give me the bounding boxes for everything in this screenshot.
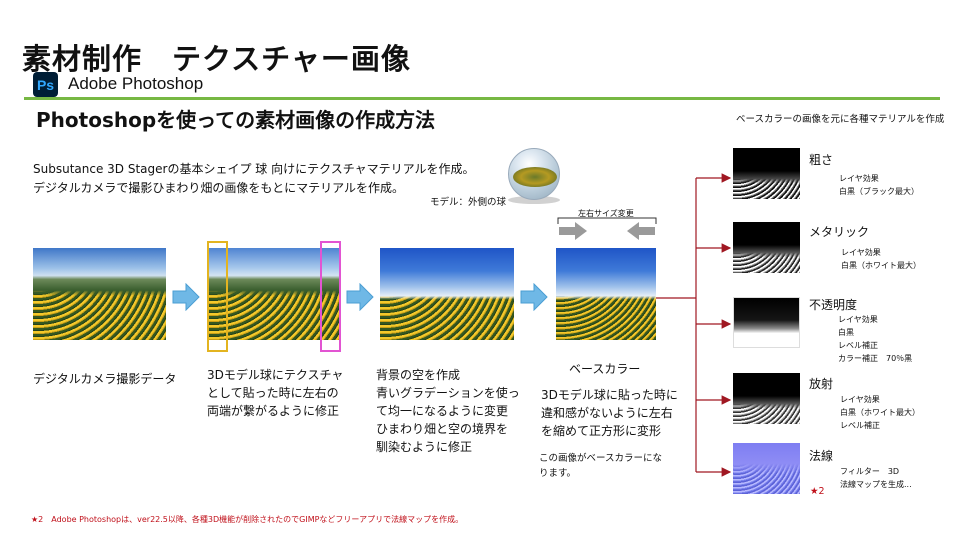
emissive-desc: レイヤ効果 白黒（ホワイト最大） レベル補正 [840, 395, 920, 430]
materials-note: ベースカラーの画像を元に各種マテリアルを作成 [736, 114, 945, 125]
base-color-image [556, 248, 656, 340]
base-color-note: この画像がベースカラーにな ります。 [539, 453, 663, 479]
intro-text: Subsutance 3D Stagerの基本シェイプ 球 向けにテクスチャマテ… [33, 160, 475, 198]
map-connector-lines [656, 173, 732, 477]
metallic-map-image [733, 222, 800, 273]
base-color-title: ベースカラー [569, 362, 641, 376]
header-divider [24, 97, 940, 100]
left-edge-highlight [207, 241, 228, 352]
intro-line-2: デジタルカメラで撮影ひまわり畑の画像をもとにマテリアルを作成。 [33, 181, 405, 195]
emissive-map-image [733, 373, 800, 424]
resize-label: 左右サイズ変更 [578, 209, 634, 218]
sphere-shadow [508, 196, 560, 204]
sky-gradient-image [380, 248, 514, 340]
page-title: 素材制作 テクスチャー画像 [22, 42, 411, 76]
right-edge-highlight [320, 241, 341, 352]
opacity-desc: レイヤ効果 白黒 レベル補正 カラー補正 70％黒 [838, 315, 913, 363]
normal-desc: フィルター 3D 法線マップを生成... [840, 467, 912, 489]
sphere-model-image [508, 148, 560, 200]
camera-photo-image [33, 248, 166, 340]
step1-caption: デジタルカメラ撮影データ [33, 372, 177, 386]
step4-caption: 3Dモデル球に貼った時に 違和感がないように左右 を縮めて正方形に変形 [541, 388, 678, 438]
app-name: Adobe Photoshop [68, 74, 204, 93]
flow-arrow-icon [172, 283, 200, 311]
step2-caption: 3Dモデル球にテクスチャ として貼った時に左右の 両端が繋がるように修正 [207, 368, 344, 418]
footnote-star-marker: ★2 [810, 486, 825, 497]
roughness-title: 粗さ [809, 153, 834, 167]
photoshop-logo-icon: Ps [33, 72, 58, 97]
metallic-title: メタリック [809, 225, 870, 239]
step3-caption: 背景の空を作成 青いグラデーションを使っ て均一になるように変更 ひまわり畑と空… [376, 368, 520, 454]
flow-arrow-icon [346, 283, 374, 311]
emissive-title: 放射 [809, 377, 834, 391]
metallic-desc: レイヤ効果 白黒（ホワイト最大） [841, 248, 921, 270]
flow-arrow-icon [520, 283, 548, 311]
roughness-desc: レイヤ効果 白黒（ブラック最大） [839, 174, 919, 196]
resize-bracket [557, 217, 657, 224]
normal-map-image [733, 443, 800, 494]
normal-title: 法線 [809, 449, 834, 463]
opacity-map-image [733, 297, 800, 348]
intro-line-1: Subsutance 3D Stagerの基本シェイプ 球 向けにテクスチャマテ… [33, 162, 475, 176]
seam-fixed-image [208, 248, 341, 340]
shrink-arrows-icon [559, 222, 655, 240]
roughness-map-image [733, 148, 800, 199]
section-title: Photoshopを使っての素材画像の作成方法 [36, 108, 436, 132]
opacity-title: 不透明度 [809, 298, 858, 312]
footnote: ★2 Adobe Photoshopは、ver22.5以降、各種3D機能が削除さ… [31, 515, 464, 524]
model-label: モデル：外側の球 [430, 197, 507, 208]
